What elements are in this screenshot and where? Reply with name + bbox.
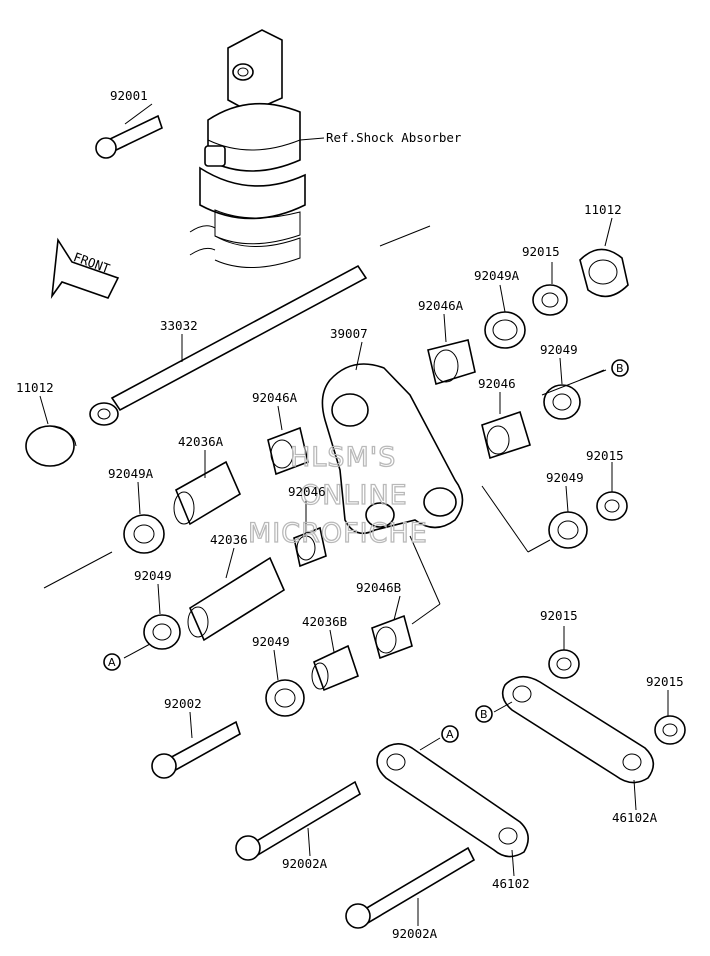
label-92046b: 92046B [356, 580, 401, 595]
label-92049a-left: 92049A [108, 466, 154, 481]
callout-b-top: B [611, 359, 629, 377]
label-39007: 39007 [330, 326, 368, 341]
bearings [123, 248, 686, 745]
svg-text:ONLINE: ONLINE [300, 480, 408, 511]
label-92046a-mid: 92046A [252, 390, 298, 405]
callout-a-left: A [103, 653, 121, 671]
svg-text:B: B [480, 708, 488, 721]
callout-b-bottom: B [475, 705, 493, 723]
part-labels: 92001 Ref.Shock Absorber 11012 92015 920… [16, 88, 684, 941]
label-92002a-a: 92002A [282, 856, 328, 871]
label-ref-shock: Ref.Shock Absorber [326, 130, 462, 145]
svg-text:B: B [616, 362, 624, 375]
tie-rods [376, 675, 655, 858]
label-92046-mid: 92046 [288, 484, 326, 499]
label-92049-c: 92049 [546, 470, 584, 485]
label-92015-b: 92015 [586, 448, 624, 463]
watermark: HLSM'S ONLINE MICROFICHE [247, 441, 428, 549]
label-46102: 46102 [492, 876, 530, 891]
label-42036b: 42036B [302, 614, 347, 629]
label-92002a-b: 92002A [392, 926, 438, 941]
label-92001: 92001 [110, 88, 148, 103]
leader-lines [39, 103, 669, 926]
label-92046a-top: 92046A [418, 298, 464, 313]
label-92049-b: 92049 [540, 342, 578, 357]
callout-a-bottom: A [441, 725, 459, 743]
label-11012-top: 11012 [584, 202, 622, 217]
label-42036a: 42036A [178, 434, 224, 449]
label-42036: 42036 [210, 532, 248, 547]
label-92046: 92046 [478, 376, 516, 391]
rocker-arm-39007 [321, 363, 464, 535]
label-92015-c: 92015 [540, 608, 578, 623]
svg-text:MICROFICHE: MICROFICHE [248, 518, 428, 549]
label-46102a: 46102A [612, 810, 658, 825]
label-33032: 33032 [160, 318, 198, 333]
cap-11012-left [25, 425, 77, 467]
label-92002: 92002 [164, 696, 202, 711]
shock-absorber [189, 29, 306, 268]
label-92049-left: 92049 [134, 568, 172, 583]
label-92015-d: 92015 [646, 674, 684, 689]
svg-text:A: A [108, 656, 116, 669]
label-92015-a: 92015 [522, 244, 560, 259]
label-11012-left: 11012 [16, 380, 54, 395]
svg-text:A: A [446, 728, 454, 741]
shaft-33032 [89, 225, 431, 426]
label-92049-d: 92049 [252, 634, 290, 649]
label-92049a-top: 92049A [474, 268, 520, 283]
front-arrow: FRONT [50, 237, 120, 299]
svg-text:HLSM'S: HLSM'S [290, 442, 396, 473]
bolts [95, 114, 476, 929]
